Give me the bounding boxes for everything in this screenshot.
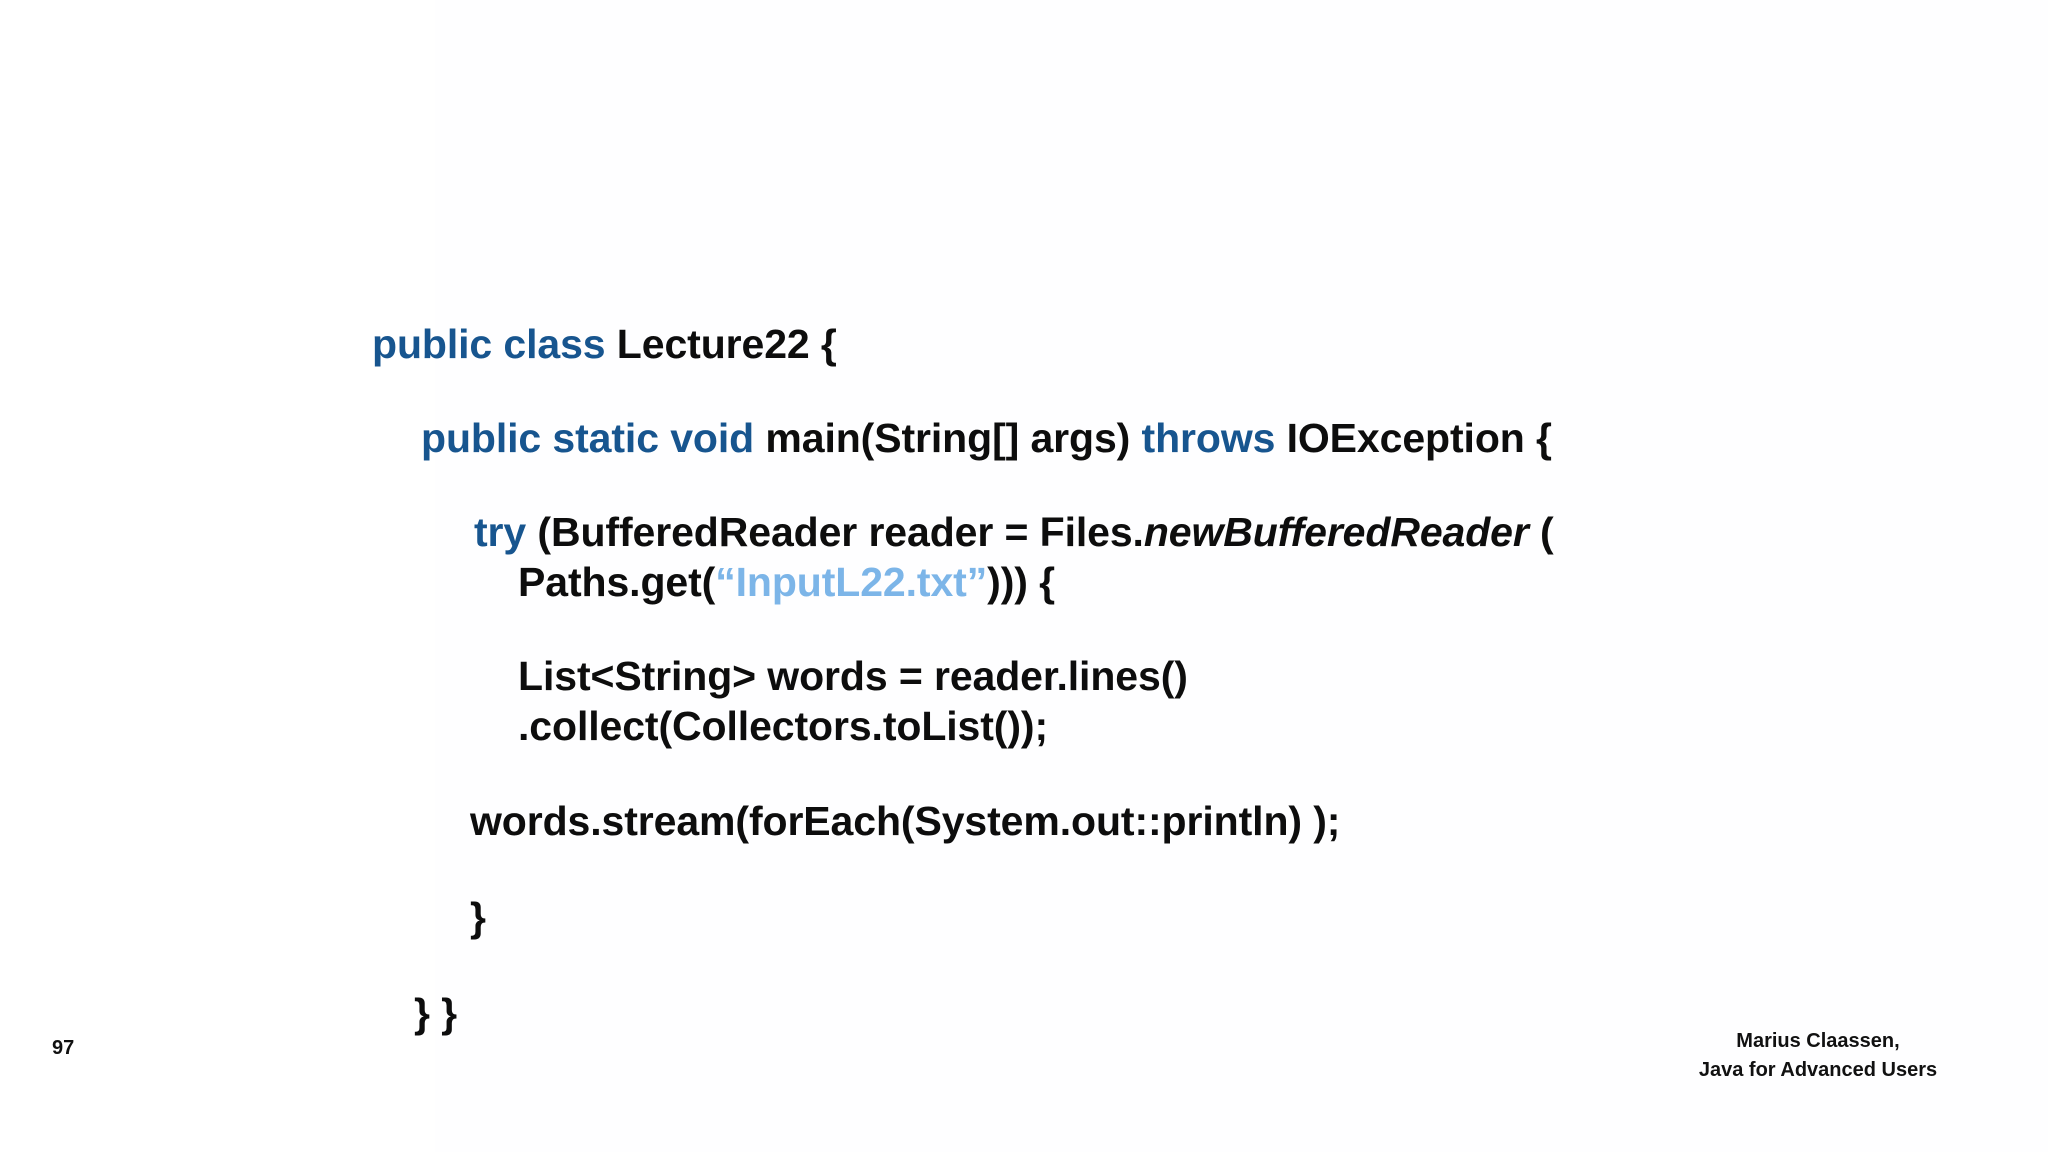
keyword-public-static-void: public static void	[421, 415, 755, 461]
page-number: 97	[52, 1037, 75, 1059]
try-head-text: (BufferedReader reader = Files.	[526, 509, 1144, 555]
string-literal-input-file: “InputL22.txt”	[715, 559, 988, 605]
code-line-main-method: public static void main(String[] args) t…	[421, 414, 1552, 462]
code-line-collect: .collect(Collectors.toList());	[518, 703, 1049, 749]
class-name-text: Lecture22 {	[605, 321, 837, 367]
code-line-try-resource: try (BufferedReader reader = Files.newBu…	[474, 508, 1554, 556]
paths-get-head-text: Paths.get(	[518, 559, 716, 605]
exception-text: IOException {	[1275, 415, 1552, 461]
main-signature-text: main(String[] args)	[754, 415, 1142, 461]
footer-author: Marius Claassen,	[1736, 1030, 1900, 1052]
footer-course: Java for Advanced Users	[1698, 1059, 1938, 1081]
code-line-closing-braces-outer: } }	[414, 990, 458, 1036]
slide-panel-background	[435, 0, 2048, 1152]
slide-footer: Marius Claassen, Java for Advanced Users	[1608, 1027, 2028, 1085]
code-line-stream-foreach: words.stream(forEach(System.out::println…	[470, 798, 1341, 844]
method-new-buffered-reader: newBufferedReader	[1143, 509, 1529, 555]
paths-get-tail-text: ))) {	[987, 559, 1055, 605]
code-line-paths-get: Paths.get(“InputL22.txt”))) {	[518, 558, 1055, 606]
keyword-try: try	[474, 509, 527, 555]
keyword-public-class: public class	[372, 321, 606, 367]
code-line-list-declaration: List<String> words = reader.lines()	[518, 653, 1188, 699]
keyword-throws: throws	[1141, 415, 1276, 461]
try-tail-text: (	[1528, 509, 1554, 555]
code-line-class-declaration: public class Lecture22 {	[372, 320, 837, 368]
code-line-closing-brace-inner: }	[470, 894, 486, 940]
